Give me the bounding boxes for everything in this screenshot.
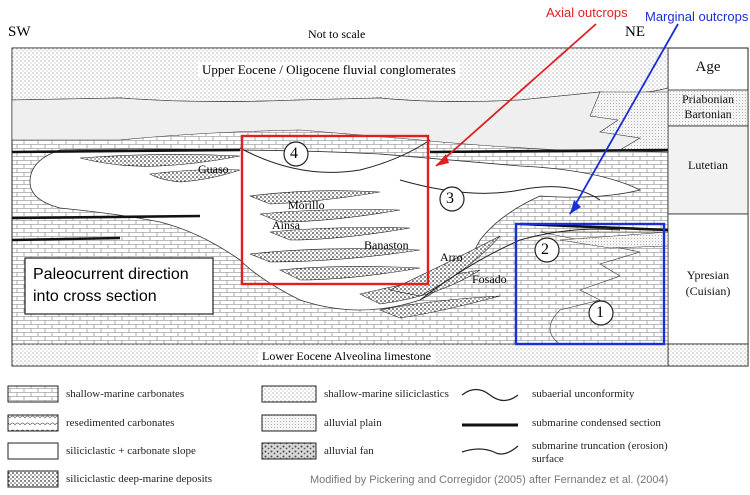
legend-resedimented-carbonates: resedimented carbonates [66,417,175,429]
age-ypresian: Ypresian [686,268,730,282]
legend-truncation-line2: surface [532,453,564,465]
upper-conglomerates-label: Upper Eocene / Oligocene fluvial conglom… [198,62,460,78]
not-to-scale: Not to scale [308,27,366,41]
guaso-label: Guaso [198,162,229,176]
marker-2: 2 [541,241,549,258]
arro-label: Arro [440,250,463,264]
axial-outcrops-label: Axial outcrops [546,5,628,20]
fosado-label: Fosado [472,272,507,286]
legend-shallow-marine-carbonates: shallow-marine carbonates [66,388,185,400]
legend-alluvial-fan: alluvial fan [324,445,374,457]
lower-limestone-label: Lower Eocene Alveolina limestone [258,349,435,364]
banaston-label: Banaston [364,238,409,252]
marker-3: 3 [446,190,454,207]
legend-condensed-section: submarine condensed section [532,417,661,429]
credit-text: Modified by Pickering and Corregidor (20… [310,474,669,486]
age-priabonian: Priabonian [682,92,734,106]
legend-shallow-marine-siliciclastics: shallow-marine siliciclastics [324,388,449,400]
age-bartonian: Bartonian [684,107,732,121]
morillo-label: Morillo [288,198,325,212]
legend-deep-marine: siliciclastic deep-marine deposits [66,473,213,485]
paleocurrent-box [24,257,214,315]
marginal-outcrops-box [514,222,666,346]
legend-swatches [7,385,519,488]
legend-subaerial-unconformity: subaerial unconformity [532,388,635,400]
marker-4: 4 [290,145,298,162]
age-title: Age [695,59,721,75]
axial-arrow [435,23,597,167]
paleocurrent-line2: into cross section [33,288,157,305]
direction-ne: NE [625,24,645,40]
age-cuisian: (Cuisian) [685,284,731,298]
age-lutetian: Lutetian [688,158,728,172]
marker-1: 1 [596,304,604,321]
paleocurrent-line1: Paleocurrent direction [33,266,189,283]
marginal-arrow [569,23,679,215]
marginal-outcrops-label: Marginal outcrops [645,9,749,24]
legend-slope: siliciclastic + carbonate slope [66,445,196,457]
legend-alluvial-plain: alluvial plain [324,417,382,429]
ainsa-label: Ainsa [272,218,300,232]
direction-sw: SW [8,24,31,40]
legend-truncation-line1: submarine truncation (erosion) [532,440,668,452]
axial-outcrops-box [240,134,430,286]
